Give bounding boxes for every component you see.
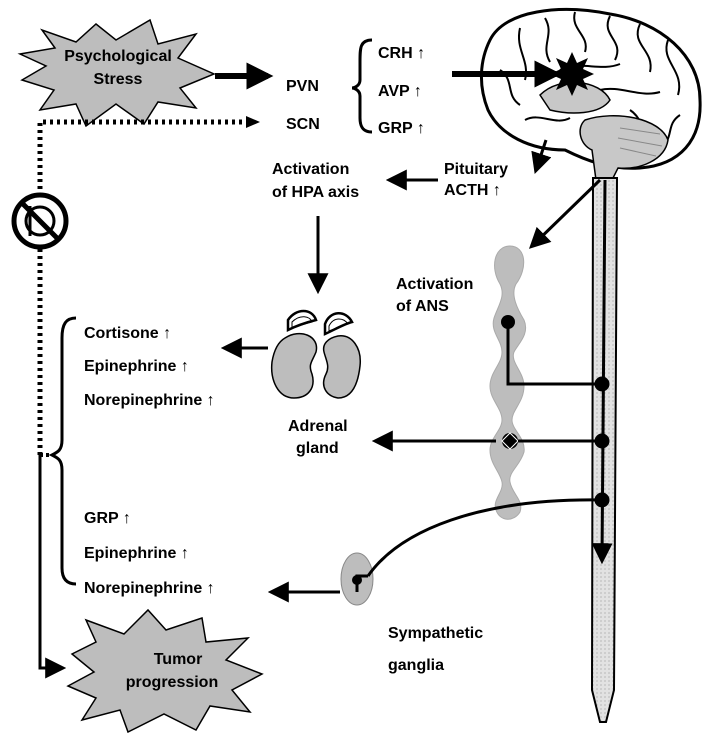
adrenal-gland-illustration	[270, 309, 361, 399]
grp-label: GRP ↑	[378, 120, 425, 137]
adrenal-norepinephrine-label: Norepinephrine ↑	[84, 392, 215, 409]
spinal-cord	[590, 177, 619, 723]
ganglia-epinephrine-label: Epinephrine ↑	[84, 545, 189, 562]
cortisone-label: Cortisone ↑	[84, 325, 171, 342]
stress-label-line1: Psychological	[64, 48, 172, 65]
scn-dotted-path	[37, 116, 260, 455]
crh-label: CRH ↑	[378, 45, 425, 62]
pituitary-label: Pituitary	[444, 161, 508, 178]
psychological-stress-burst	[17, 18, 216, 128]
ganglia-grp-label: GRP ↑	[84, 510, 131, 527]
tumor-progression-burst	[66, 608, 264, 733]
adrenal-label-line1: Adrenal	[288, 418, 348, 435]
stress-label-line2: Stress	[94, 71, 143, 88]
ganglia-label-line2: ganglia	[388, 657, 444, 674]
no-light-icon	[11, 192, 69, 250]
ganglia-norepinephrine-label: Norepinephrine ↑	[84, 580, 215, 597]
ans-label-line2: of ANS	[396, 298, 449, 315]
adrenal-label-line2: gland	[296, 440, 339, 457]
tumor-label-line1: Tumor	[154, 651, 203, 668]
nerve-connections	[366, 322, 610, 577]
acth-label: ACTH ↑	[444, 182, 501, 199]
sympathetic-ganglion	[340, 552, 374, 606]
ganglia-label-line1: Sympathetic	[388, 625, 483, 642]
scn-label: SCN	[286, 116, 320, 133]
brain-illustration	[479, 8, 702, 181]
avp-label: AVP ↑	[378, 83, 422, 100]
hpa-label-line1: Activation	[272, 161, 349, 178]
tumor-label-line2: progression	[126, 674, 218, 691]
pvn-label: PVN	[286, 78, 319, 95]
arrows	[215, 60, 602, 603]
brace-lines	[38, 38, 373, 679]
adrenal-epinephrine-label: Epinephrine ↑	[84, 358, 189, 375]
ans-label-line1: Activation	[396, 276, 473, 293]
hpa-label-line2: of HPA axis	[272, 184, 359, 201]
